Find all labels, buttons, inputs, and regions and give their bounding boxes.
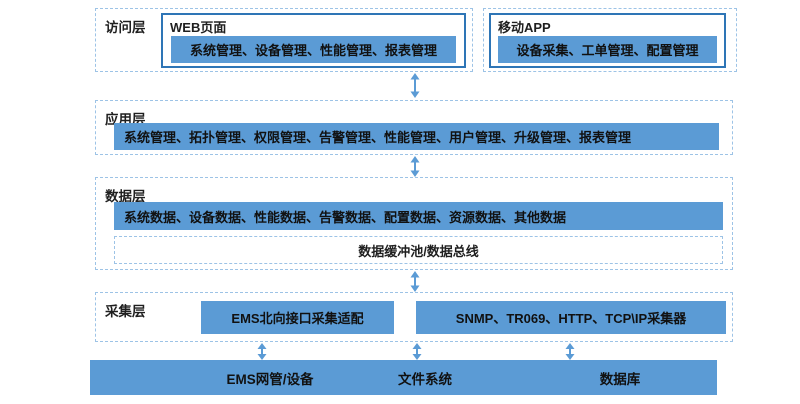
data-bus-box: 数据缓冲池/数据总线 [114, 236, 723, 264]
access-layer-mobile-container: 移动APP 设备采集、工单管理、配置管理 [483, 8, 737, 72]
bidirectional-arrow-data-collection [409, 271, 421, 292]
bidirectional-arrow-application-data [409, 156, 421, 177]
mobile-app-title: 移动APP [498, 20, 551, 35]
web-page-title: WEB页面 [170, 20, 227, 35]
data-items-bar: 系统数据、设备数据、性能数据、告警数据、配置数据、资源数据、其他数据 [114, 202, 723, 230]
source-ems-label: EMS网管/设备 [226, 371, 314, 387]
application-items-bar: 系统管理、拓扑管理、权限管理、告警管理、性能管理、用户管理、升级管理、报表管理 [114, 123, 719, 150]
bidirectional-arrow-file-source [411, 343, 423, 360]
web-page-items-bar: 系统管理、设备管理、性能管理、报表管理 [171, 36, 456, 63]
data-layer-container: 数据层 系统数据、设备数据、性能数据、告警数据、配置数据、资源数据、其他数据 数… [95, 177, 733, 270]
collection-layer-container: 采集层 EMS北向接口采集适配 SNMP、TR069、HTTP、TCP\IP采集… [95, 292, 733, 342]
mobile-app-items-bar: 设备采集、工单管理、配置管理 [498, 36, 717, 63]
application-layer-container: 应用层 系统管理、拓扑管理、权限管理、告警管理、性能管理、用户管理、升级管理、报… [95, 100, 733, 155]
collectors-bar: SNMP、TR069、HTTP、TCP\IP采集器 [416, 301, 726, 334]
web-page-box: WEB页面 系统管理、设备管理、性能管理、报表管理 [161, 13, 466, 68]
bidirectional-arrow-db-source [564, 343, 576, 360]
access-layer-label: 访问层 [105, 20, 146, 35]
bidirectional-arrow-ems-source [256, 343, 268, 360]
source-database-label: 数据库 [599, 371, 641, 387]
ems-adapter-bar: EMS北向接口采集适配 [201, 301, 394, 334]
data-layer-label: 数据层 [105, 189, 146, 204]
access-layer-web-container: 访问层 WEB页面 系统管理、设备管理、性能管理、报表管理 [95, 8, 473, 72]
data-sources-bar: EMS网管/设备 文件系统 数据库 [90, 360, 717, 395]
mobile-app-box: 移动APP 设备采集、工单管理、配置管理 [489, 13, 726, 68]
source-filesystem-label: 文件系统 [398, 371, 452, 387]
collection-layer-label: 采集层 [105, 304, 146, 319]
bidirectional-arrow-access-application [409, 73, 421, 98]
